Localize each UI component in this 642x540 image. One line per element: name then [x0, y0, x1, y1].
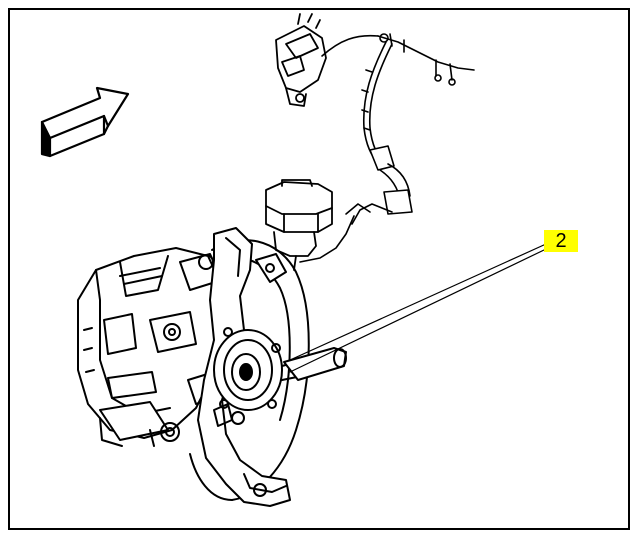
callout-label-2: 2 — [544, 230, 578, 252]
brake-caliper — [77, 247, 223, 447]
electrical-connector — [275, 13, 327, 107]
steering-knuckle — [197, 227, 291, 507]
direction-arrow-icon — [40, 86, 130, 158]
callout-leader-2 — [289, 243, 547, 373]
sensor-harness — [299, 33, 475, 263]
knuckle-arm — [283, 347, 347, 381]
wheel-speed-sensor — [265, 179, 333, 271]
